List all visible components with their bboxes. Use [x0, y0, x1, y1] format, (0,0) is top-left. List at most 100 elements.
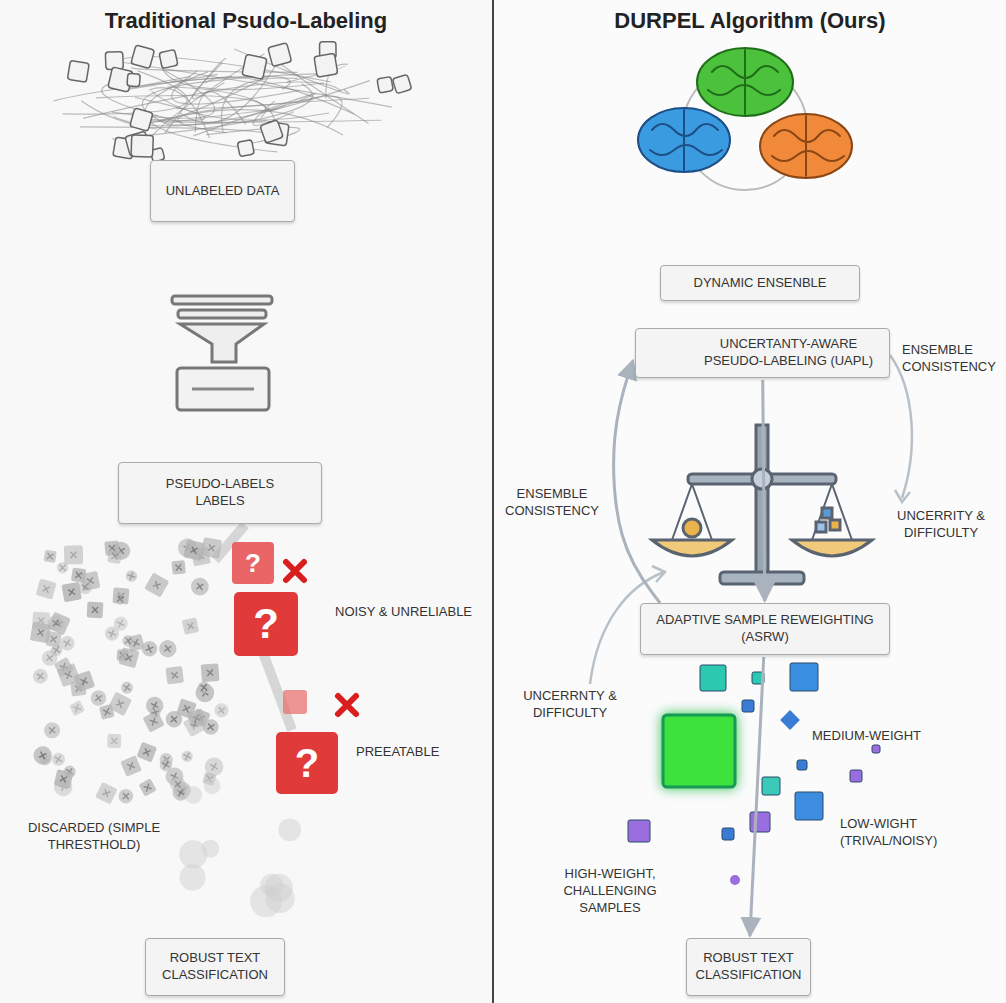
discarded-item [190, 576, 210, 596]
data-icon [130, 108, 153, 131]
discarded-item [144, 572, 169, 597]
discarded-item [201, 663, 220, 682]
discarded-item [107, 549, 122, 564]
panel-heading: Traditional Psudo-Labeling [105, 8, 387, 34]
funnel [172, 296, 272, 410]
discarded-item [158, 639, 178, 659]
discarded-item [95, 782, 118, 805]
data-icon [242, 54, 267, 79]
data-cloud [54, 42, 412, 162]
annotation: NOISY & UNRELIABLE [335, 604, 485, 621]
data-icon [127, 73, 140, 86]
annotation: ENSEMBLE CONSISTENCY [502, 486, 602, 520]
data-icon [314, 53, 338, 77]
discarded-item [197, 681, 210, 694]
discarded-item [112, 615, 130, 633]
faded-item [278, 819, 301, 842]
faded-item [265, 884, 294, 913]
discarded-item [57, 562, 69, 574]
discarded-item [120, 755, 142, 777]
discarded-item [114, 592, 127, 605]
data-box: UNLABELED DATA [150, 160, 295, 222]
data-icon [260, 120, 283, 143]
question-mark: ? [276, 732, 338, 794]
panel-ground [494, 0, 1006, 1003]
scribble-line [176, 99, 313, 109]
discarded-item [169, 776, 186, 793]
flow-arrow [763, 380, 765, 601]
output-box: ROBUST TEXT CLASSIFICATION [686, 938, 811, 996]
sample-square [722, 828, 734, 840]
panel-ground [0, 0, 492, 1003]
sample-dot [730, 875, 740, 885]
annotation: ENSEMBLE CONSISTENCY [902, 342, 1002, 376]
data-icon [131, 135, 153, 157]
sample-diamond [780, 710, 800, 730]
sample-square [797, 760, 807, 770]
question-mark: ? [232, 542, 274, 584]
discarded-item [139, 639, 159, 659]
annotation: LOW-WIGHT (TRIVAL/NOISY) [840, 816, 990, 850]
discarded-item [44, 550, 57, 563]
box-label: UNLABELED DATA [166, 183, 280, 200]
data-icon [268, 43, 292, 67]
discarded-item [54, 769, 74, 789]
box-label: DYNAMIC ENSENBLE [694, 275, 827, 292]
annotation: HIGH-WEIGHT, CHALLENGING SAMPLES [540, 866, 680, 917]
discarded-item [58, 635, 76, 653]
box-label: ROBUST TEXT CLASSIFICATION [695, 950, 802, 984]
annotation: UNCERRNTY & DIFFICULTY [510, 688, 630, 722]
data-icon [159, 49, 178, 68]
sample-square [750, 812, 770, 832]
discarded-item [51, 751, 67, 767]
discarded-item [176, 698, 197, 719]
box-label: ADAPTIVE SAMPLE REWEIGHTING (ASRW) [649, 612, 881, 646]
discarded-item [90, 689, 108, 707]
discarded-item [182, 617, 199, 634]
discarded-item [41, 649, 59, 667]
sample-square [790, 663, 818, 691]
box-label: UNCERTANTY-AWARE PSEUDO-LABELING (UAPL) [696, 336, 881, 370]
data-icon [392, 74, 411, 93]
discarded-item [36, 579, 57, 600]
discarded-item [194, 682, 216, 704]
noisy-labels [232, 496, 356, 794]
discarded-item [64, 545, 83, 564]
scribble-line [142, 74, 319, 124]
scribble-line [268, 105, 286, 111]
data-icon [237, 140, 254, 157]
annotation: UNCERRITY & DIFFICULTY [880, 508, 1002, 542]
faded-item [184, 786, 202, 804]
scribble-line [234, 49, 349, 94]
discarded-pile [30, 536, 230, 804]
divider [492, 0, 494, 1003]
flow-arrow [614, 361, 660, 604]
data-icon [377, 77, 393, 93]
data-icon [131, 45, 155, 69]
process-box: DYNAMIC ENSENBLE [660, 265, 860, 301]
sample-square [762, 777, 780, 795]
discarded-item [202, 718, 220, 736]
process-box: UNCERTANTY-AWARE PSEUDO-LABELING (UAPL) [635, 328, 890, 378]
scribble-line [145, 72, 277, 152]
discarded-item [112, 587, 129, 604]
discarded-item [56, 663, 80, 687]
discarded-item [30, 622, 52, 644]
sample-square [628, 820, 650, 842]
annotation: MEDIUM-WEIGHT [812, 728, 962, 745]
discarded-item [31, 744, 54, 767]
process-box: PSEUDO-LABELS LABELS [118, 462, 322, 524]
discarded-item [121, 634, 134, 647]
feedback-arcs [590, 355, 912, 684]
sample-square [795, 792, 823, 820]
box-label: PSEUDO-LABELS LABELS [159, 476, 281, 510]
sample-square [850, 770, 862, 782]
faded-item [204, 777, 221, 794]
discarded-item [171, 560, 186, 575]
discarded-item [69, 700, 85, 716]
discarded-item [124, 568, 139, 583]
discarded-item [120, 681, 134, 695]
annotation: PREEATABLE [356, 744, 486, 761]
discarded-item [201, 537, 223, 559]
discarded-item [118, 647, 139, 668]
